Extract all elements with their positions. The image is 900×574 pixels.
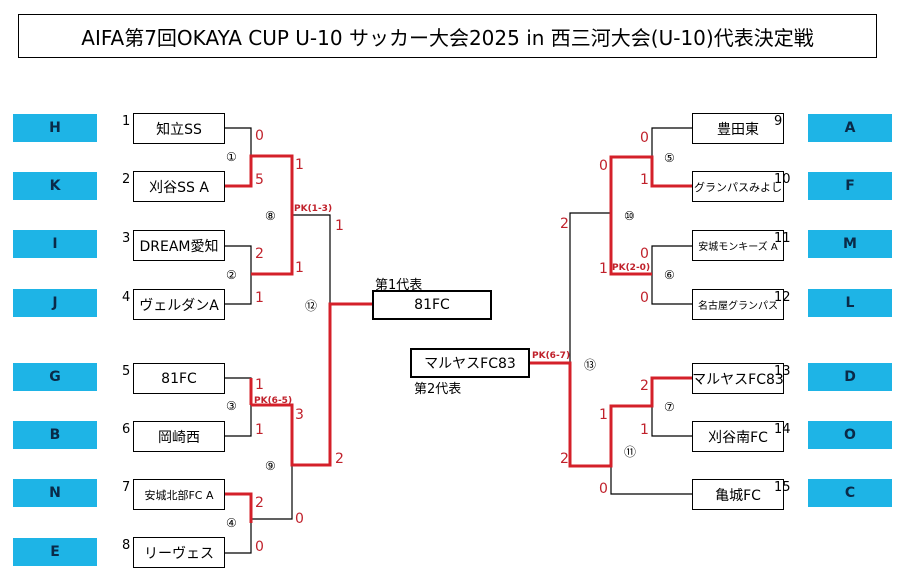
match-number: ⑪ [624, 445, 637, 459]
team-box: 名古屋グランパス [692, 289, 784, 320]
match-number: ⑫ [305, 299, 318, 313]
score: 2 [560, 216, 569, 232]
team-box: 81FC [133, 363, 225, 394]
score: 1 [640, 172, 649, 188]
team-box: 岡崎西 [133, 421, 225, 452]
team-number: 8 [122, 538, 131, 553]
pk-label: PK(6-7) [532, 351, 571, 361]
first-rep-label: 第1代表 [375, 278, 423, 293]
second-rep-label: 第2代表 [414, 382, 462, 397]
team-number: 4 [122, 290, 131, 305]
team-number: 1 [122, 114, 131, 129]
pk-label: PK(2-0) [612, 263, 651, 273]
group-label: G [13, 363, 97, 391]
score: 1 [295, 260, 304, 276]
score: 3 [295, 407, 304, 423]
team-number: 2 [122, 172, 131, 187]
pk-label: PK(1-3) [294, 204, 333, 214]
score: 0 [295, 511, 304, 527]
team-box: DREAM愛知 [133, 230, 225, 261]
team-number: 5 [122, 364, 131, 379]
match-number: ④ [226, 516, 237, 530]
team-number: 7 [122, 480, 131, 495]
team-box: グランパスみよし [692, 171, 784, 202]
group-label: M [808, 230, 892, 258]
match-number: ③ [226, 399, 237, 413]
match-number: ⑬ [584, 358, 597, 372]
team-number: 13 [774, 364, 791, 379]
group-label: N [13, 479, 97, 507]
score: 1 [335, 218, 344, 234]
score: 1 [255, 290, 264, 306]
group-label: B [13, 421, 97, 449]
group-label: I [13, 230, 97, 258]
group-label: H [13, 114, 97, 142]
team-box: 刈谷南FC [692, 421, 784, 452]
team-box: 豊田東 [692, 113, 784, 144]
group-label: E [13, 538, 97, 566]
score: 0 [255, 128, 264, 144]
score: 0 [640, 246, 649, 262]
group-label: J [13, 289, 97, 317]
score: 1 [255, 422, 264, 438]
team-number: 14 [774, 422, 791, 437]
match-number: ② [226, 268, 237, 282]
match-number: ⑦ [664, 400, 675, 414]
match-number: ① [226, 150, 237, 164]
group-label: D [808, 363, 892, 391]
group-label: C [808, 479, 892, 507]
score: 0 [599, 481, 608, 497]
team-number: 12 [774, 290, 791, 305]
group-label: A [808, 114, 892, 142]
second-rep-box: マルヤスFC83 [410, 348, 530, 378]
score: 0 [640, 290, 649, 306]
team-box: 亀城FC [692, 479, 784, 510]
group-label: K [13, 172, 97, 200]
team-box: 刈谷SS A [133, 171, 225, 202]
match-number: ⑧ [265, 209, 276, 223]
score: 2 [640, 378, 649, 394]
team-number: 15 [774, 480, 791, 495]
match-number: ⑨ [265, 459, 276, 473]
team-box: リーヴェス [133, 537, 225, 568]
match-number: ⑩ [624, 209, 635, 223]
pk-label: PK(6-5) [254, 396, 293, 406]
score: 1 [255, 377, 264, 393]
team-box: 知立SS [133, 113, 225, 144]
score: 1 [295, 157, 304, 173]
score: 2 [255, 495, 264, 511]
tournament-title: AIFA第7回OKAYA CUP U-10 サッカー大会2025 in 西三河大… [18, 14, 877, 58]
score: 0 [255, 539, 264, 555]
score: 1 [599, 407, 608, 423]
team-box: マルヤスFC83 [692, 363, 784, 394]
first-rep-box: 81FC [372, 290, 492, 320]
team-number: 3 [122, 231, 131, 246]
team-box: 安城北部FC A [133, 479, 225, 510]
match-number: ⑥ [664, 268, 675, 282]
score: 0 [599, 158, 608, 174]
team-number: 11 [774, 231, 791, 246]
score: 1 [640, 422, 649, 438]
score: 5 [255, 172, 264, 188]
group-label: F [808, 172, 892, 200]
score: 2 [560, 451, 569, 467]
score: 1 [599, 261, 608, 277]
team-number: 6 [122, 422, 131, 437]
score: 2 [335, 451, 344, 467]
team-number: 10 [774, 172, 791, 187]
score: 0 [640, 130, 649, 146]
team-box: ヴェルダンA [133, 289, 225, 320]
group-label: O [808, 421, 892, 449]
team-box: 安城モンキーズ A [692, 230, 784, 261]
match-number: ⑤ [664, 151, 675, 165]
group-label: L [808, 289, 892, 317]
score: 2 [255, 246, 264, 262]
team-number: 9 [774, 114, 783, 129]
